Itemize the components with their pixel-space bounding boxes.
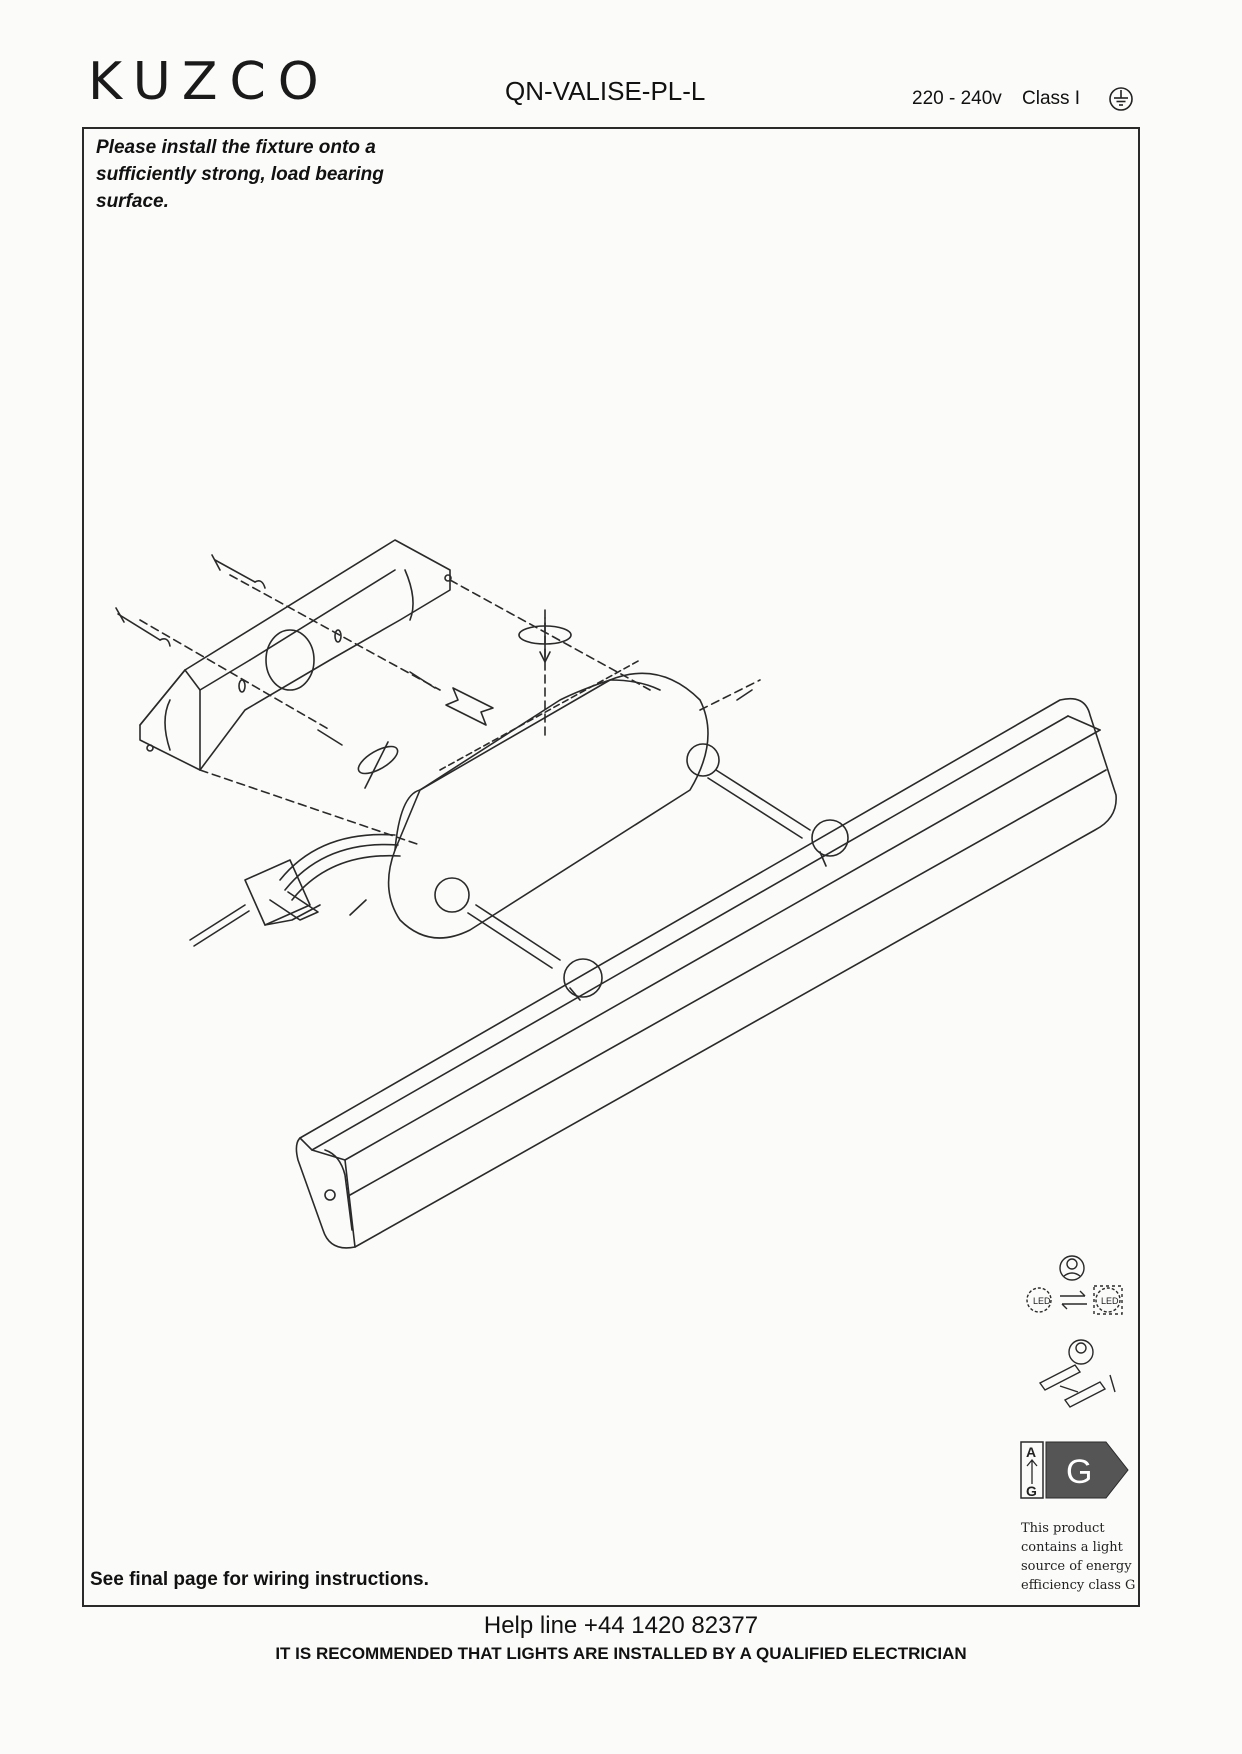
rotation-arrows: [357, 617, 572, 789]
instruction-frame: [82, 127, 1140, 1607]
earth-ground-icon: [1109, 87, 1133, 111]
electrician-recommendation: IT IS RECOMMENDED THAT LIGHTS ARE INSTAL…: [275, 1644, 967, 1663]
energy-label-icon: [1020, 1441, 1129, 1499]
model-number: QN-VALISE-PL-L: [505, 76, 706, 106]
class-label: Class I: [1022, 88, 1081, 109]
led-replace-icons: [1026, 1255, 1123, 1408]
led-icon-text-left: LED: [1033, 1296, 1051, 1306]
wiring-note: See final page for wiring instructions.: [90, 1569, 429, 1590]
terminal-block: [189, 833, 401, 947]
voltage-label: 220 - 240v: [912, 88, 1002, 109]
brand-logo: KUZCO: [88, 52, 331, 112]
install-note: Please install the fixture onto a suffic…: [96, 137, 384, 212]
energy-scale-top: A: [1026, 1444, 1036, 1460]
led-icon-text-right: LED: [1101, 1296, 1119, 1306]
oval-base: [387, 659, 709, 939]
energy-scale-bottom: G: [1026, 1483, 1037, 1499]
mounting-plate: [139, 539, 452, 771]
arms: [434, 743, 849, 1001]
light-bar: [295, 697, 1117, 1249]
energy-text: This product contains a light source of …: [1021, 1521, 1136, 1593]
helpline: Help line +44 1420 82377: [483, 1612, 759, 1639]
screws: [115, 554, 753, 916]
energy-class: G: [1066, 1453, 1092, 1491]
